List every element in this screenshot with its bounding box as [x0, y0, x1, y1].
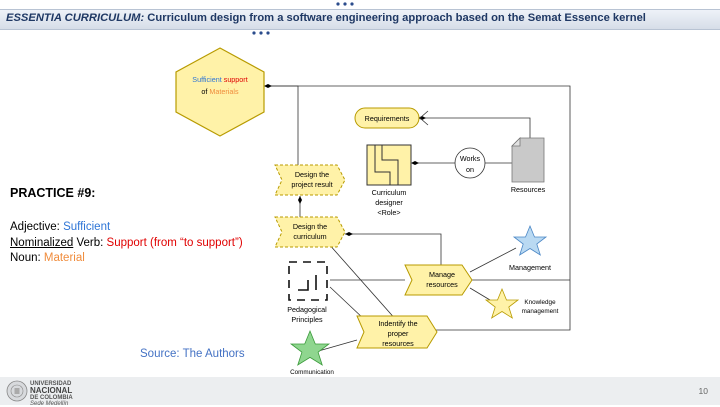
page-number: 10	[698, 386, 708, 396]
hex-word-materials: Materials	[209, 87, 239, 96]
noun-label: Noun:	[10, 252, 44, 264]
essence-diagram: Sufficient support of Materials Requirem…	[175, 47, 571, 376]
university-seal-icon	[6, 380, 28, 402]
university-logo-text: UNIVERSIDAD NACIONAL DE COLOMBIA Sede Me…	[30, 381, 73, 407]
top-decoration	[336, 2, 354, 6]
noun-value: Material	[43, 252, 85, 264]
logo-line2: NACIONAL	[30, 386, 73, 395]
arrowhead	[419, 110, 429, 126]
communication-star-icon: Communication	[289, 329, 334, 376]
manage-resources-line2: resources	[426, 280, 458, 289]
design-curriculum-activity: Design the curriculum	[274, 216, 346, 248]
title-rest: Curriculum design from a software engine…	[144, 12, 646, 24]
verb-value: Support (from “to support”)	[106, 237, 243, 249]
source-caption: Source: The Authors	[140, 348, 245, 360]
design-curriculum-line1: Design the	[293, 222, 327, 231]
logo-line1: UNIVERSIDAD	[30, 381, 72, 387]
pedagogical-line1: Pedagogical	[287, 305, 327, 314]
connector-lines	[264, 85, 571, 353]
requirements-alpha: Requirements	[354, 107, 420, 129]
curriculum-designer-role: Curriculum designer <Role>	[366, 144, 412, 217]
identify-line3: resources	[382, 339, 414, 348]
management-label: Management	[509, 263, 551, 272]
identify-line1: Indentify the	[378, 319, 417, 328]
adjective-label: Adjective:	[10, 221, 64, 233]
designer-line1: Curriculum	[372, 188, 407, 197]
resources-label: Resources	[511, 185, 546, 194]
pedagogical-line2: Principles	[291, 315, 323, 324]
design-result-line2: project result	[291, 180, 332, 189]
management-star-icon: Management	[509, 224, 551, 272]
design-project-result-activity: Design the project result	[274, 164, 346, 196]
design-result-line1: Design the	[295, 170, 329, 179]
knowledge-line2: management	[522, 308, 559, 315]
verb-label: Nominalized	[10, 237, 74, 249]
identify-resources-activity: Indentify the proper resources	[356, 315, 438, 349]
pedagogical-principles-pattern: Pedagogical Principles	[287, 261, 328, 324]
svg-text:of Materials: of Materials	[201, 87, 239, 96]
header-dots	[252, 31, 270, 35]
footer: UNIVERSIDAD NACIONAL DE COLOMBIA Sede Me…	[0, 377, 720, 407]
works-on-line2: on	[466, 165, 474, 174]
header-bar: ESSENTIA CURRICULUM: Curriculum design f…	[0, 9, 720, 30]
adjective-value: Sufficient	[63, 221, 111, 233]
hex-word-of: of	[201, 87, 207, 96]
knowledge-management-star-icon: Knowledge management	[484, 287, 559, 319]
practice-heading: PRACTICE #9:	[10, 186, 96, 200]
verb-label-rest: Verb:	[73, 237, 107, 249]
slide-title: ESSENTIA CURRICULUM: Curriculum design f…	[6, 12, 646, 24]
hex-word-support: support	[224, 75, 248, 84]
designer-line3: <Role>	[377, 208, 400, 217]
logo-line3: DE COLOMBIA	[30, 395, 73, 401]
design-curriculum-line2: curriculum	[293, 232, 326, 241]
resources-work-product: Resources	[511, 137, 546, 194]
verb-line: Nominalized Verb: Support (from “to supp…	[10, 237, 243, 249]
logo-line4: Sede Medellín	[30, 401, 69, 407]
designer-line2: designer	[375, 198, 403, 207]
works-on-circle: Works on	[454, 147, 486, 179]
knowledge-line1: Knowledge	[524, 299, 556, 306]
noun-line: Noun: Material	[10, 252, 85, 264]
svg-text:Sufficient support: Sufficient support	[192, 75, 247, 84]
manage-resources-activity: Manage resources	[404, 264, 473, 296]
hexagon-sufficient-support: Sufficient support of Materials	[175, 47, 265, 137]
identify-line2: proper	[388, 329, 409, 338]
hex-word-sufficient: Sufficient	[192, 75, 221, 84]
communication-label: Communication	[290, 369, 334, 376]
connector-diamonds	[264, 84, 426, 236]
works-on-line1: Works	[460, 154, 481, 163]
requirements-label: Requirements	[365, 114, 410, 123]
title-italic: ESSENTIA CURRICULUM:	[6, 12, 145, 24]
manage-resources-line1: Manage	[429, 270, 455, 279]
adjective-line: Adjective: Sufficient	[10, 221, 110, 233]
